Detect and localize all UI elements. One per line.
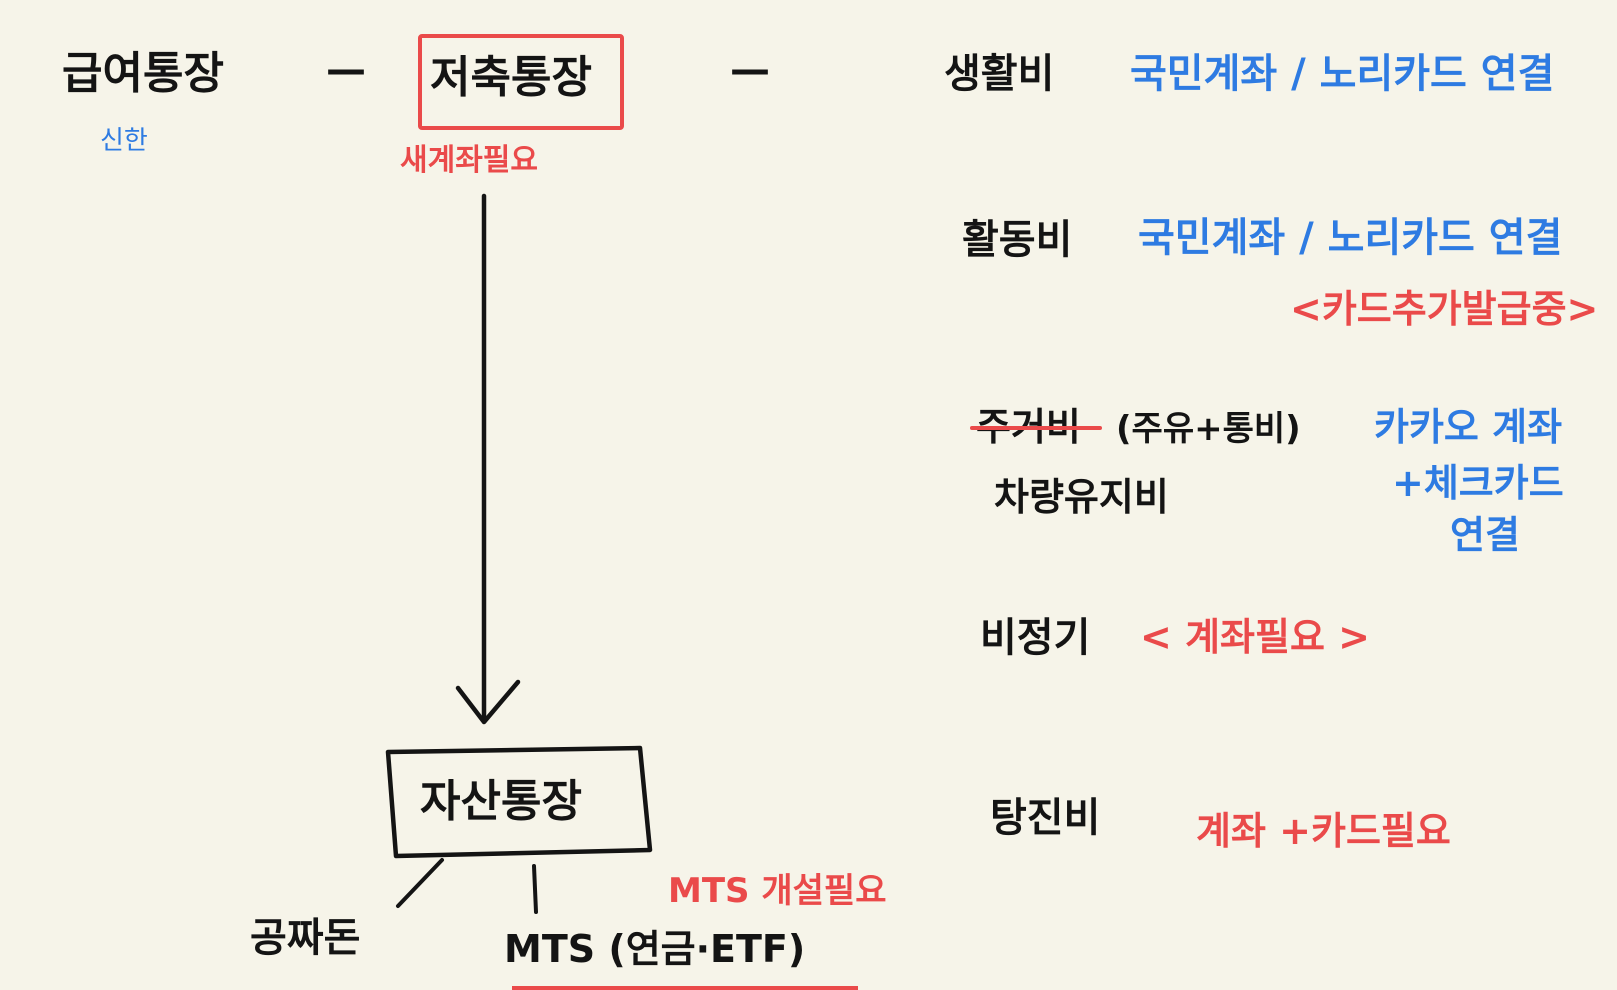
savings-account-label: 저축통장: [430, 52, 592, 103]
expense-vehicle-note-2: +체크카드: [1392, 461, 1564, 505]
expense-irregular-label: 비정기: [980, 615, 1091, 661]
mts-label: MTS (연금·ETF): [504, 927, 806, 971]
mts-note: MTS 개설필요: [668, 871, 887, 911]
salary-account-bank: 신한: [100, 126, 148, 156]
down-arrow-head: [455, 679, 521, 725]
savings-box: [418, 34, 624, 130]
expense-housing-paren: (주유+통비): [1116, 409, 1301, 449]
expense-vehicle-label: 차량유지비: [994, 475, 1169, 519]
connector-dash-1: —: [326, 47, 366, 93]
emergency-fund-label: 공짜돈: [250, 915, 361, 961]
strikethrough-line: [970, 426, 1102, 430]
expense-activity-label: 활동비: [962, 217, 1073, 263]
expense-irregular-note: < 계좌필요 >: [1140, 615, 1370, 659]
asset-account-label: 자산통장: [420, 776, 582, 827]
branch-right: [532, 864, 538, 914]
branch-left: [396, 858, 444, 908]
expense-splurge-label: 탕진비: [990, 795, 1101, 841]
savings-account-note: 새계좌필요: [400, 143, 538, 178]
expense-living-label: 생활비: [944, 51, 1055, 97]
expense-splurge-note: 계좌 +카드필요: [1196, 809, 1451, 853]
asset-box: [385, 745, 653, 859]
expense-vehicle-note-3: 연결: [1450, 513, 1520, 557]
connector-dash-2: —: [730, 47, 770, 93]
expense-activity-note: 국민계좌 / 노리카드 연결: [1138, 215, 1563, 261]
expense-vehicle-note-1: 카카오 계좌: [1374, 405, 1563, 449]
salary-account-label: 급여통장: [62, 48, 224, 99]
expense-activity-subnote: <카드추가발급중>: [1290, 287, 1599, 331]
expense-living-note: 국민계좌 / 노리카드 연결: [1130, 51, 1555, 97]
